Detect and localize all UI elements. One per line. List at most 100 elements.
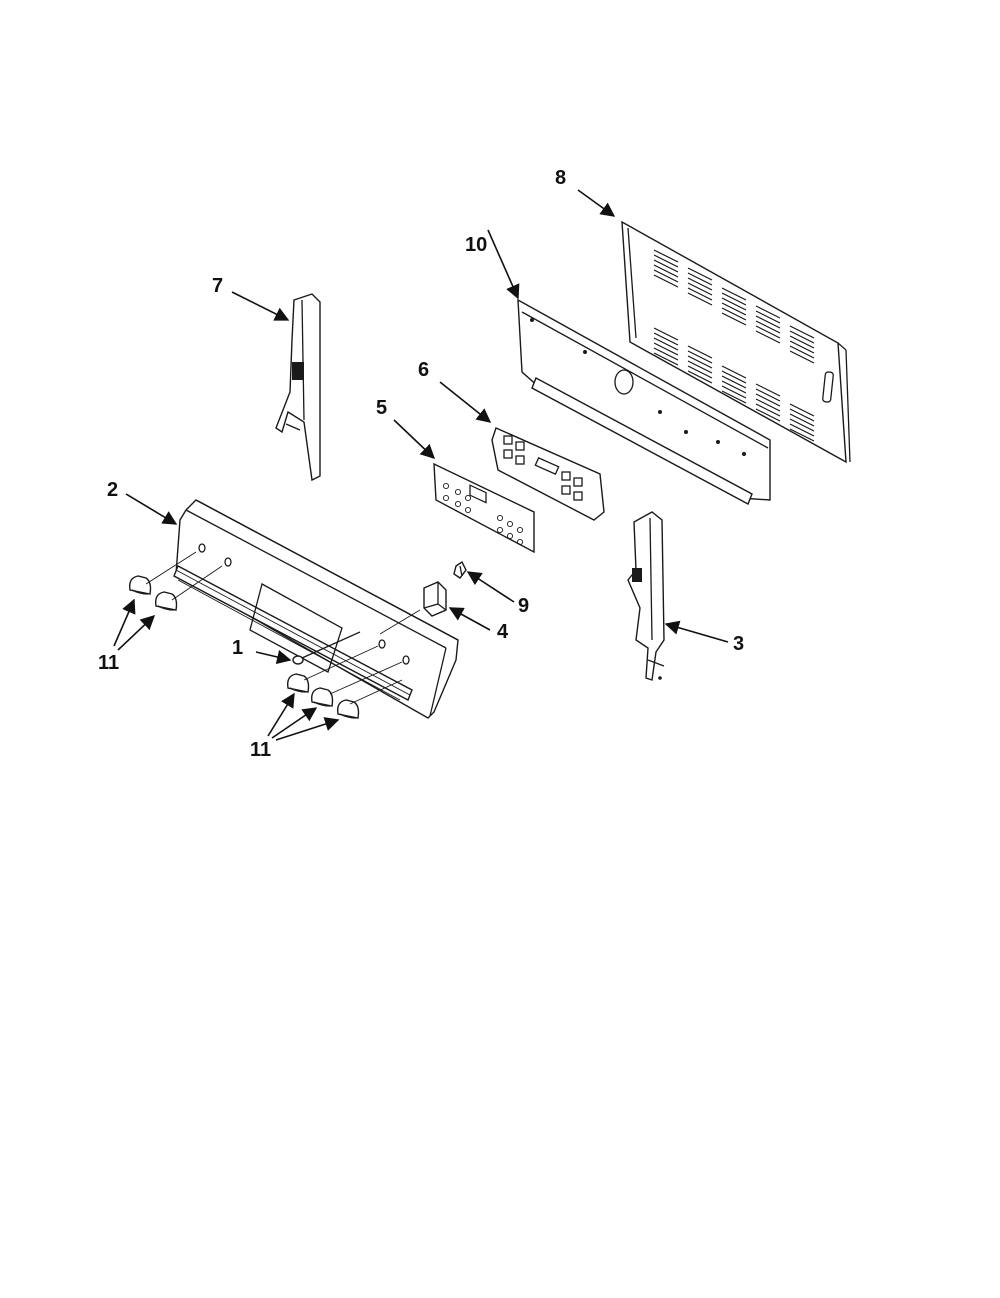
overlay-key bbox=[454, 500, 462, 508]
overlay-key bbox=[442, 482, 450, 490]
vent-slot bbox=[721, 287, 747, 301]
callout-5: 5 bbox=[376, 397, 388, 419]
vent-slot bbox=[687, 360, 713, 374]
vent-slot bbox=[653, 332, 679, 346]
vent-slot bbox=[653, 259, 679, 273]
vent-slot bbox=[755, 408, 781, 422]
vent-slot bbox=[755, 320, 781, 334]
vent-slot bbox=[789, 335, 815, 349]
part-11-left-knobs bbox=[128, 551, 223, 611]
part-4-square-button bbox=[379, 581, 447, 635]
callout-9: 9 bbox=[518, 595, 530, 617]
overlay-key bbox=[496, 526, 504, 534]
vent-slot bbox=[687, 277, 713, 291]
board-display bbox=[534, 457, 560, 475]
board-switch bbox=[573, 477, 583, 487]
vent-slot bbox=[721, 292, 747, 306]
part-10-mounting-bracket bbox=[517, 298, 771, 505]
vent-slot bbox=[721, 302, 747, 316]
callout-1: 1 bbox=[232, 637, 244, 659]
vent-slot bbox=[687, 292, 713, 306]
vent-slot bbox=[687, 267, 713, 281]
overlay-key bbox=[516, 538, 524, 546]
vent-slot bbox=[789, 418, 815, 432]
vent-slot bbox=[789, 423, 815, 437]
part-3-right-end-cap bbox=[627, 511, 665, 681]
vent-slot bbox=[721, 380, 747, 394]
vent-slot bbox=[687, 287, 713, 301]
vent-slot bbox=[755, 388, 781, 402]
board-switch bbox=[573, 491, 583, 501]
callout-11-right: 11 bbox=[250, 739, 272, 761]
board-switch bbox=[561, 471, 571, 481]
vent-slot bbox=[755, 305, 781, 319]
board-switch bbox=[515, 455, 525, 465]
part-2-control-console bbox=[173, 499, 459, 719]
vent-slot bbox=[687, 365, 713, 379]
vent-slot bbox=[687, 355, 713, 369]
part-1-screw bbox=[292, 631, 361, 665]
overlay-key bbox=[496, 514, 504, 522]
vent-slot bbox=[755, 383, 781, 397]
vent-slot bbox=[653, 342, 679, 356]
board-switch bbox=[503, 449, 513, 459]
part-8-rear-panel bbox=[621, 220, 851, 464]
vent-slot bbox=[789, 408, 815, 422]
part-11-right-knobs bbox=[286, 645, 403, 719]
vent-slot bbox=[687, 350, 713, 364]
callout-4: 4 bbox=[497, 621, 509, 643]
board-switch bbox=[561, 485, 571, 495]
vent-slot bbox=[653, 264, 679, 278]
vent-slot bbox=[789, 340, 815, 354]
callout-6: 6 bbox=[418, 359, 430, 381]
vent-slot bbox=[653, 327, 679, 341]
callout-8: 8 bbox=[555, 167, 567, 189]
overlay-key bbox=[506, 520, 514, 528]
vent-slot bbox=[755, 315, 781, 329]
overlay-key bbox=[506, 532, 514, 540]
board-switch bbox=[515, 441, 525, 451]
part-9-clip bbox=[453, 560, 467, 579]
vent-slot bbox=[789, 350, 815, 364]
vent-slot bbox=[721, 385, 747, 399]
vent-slot bbox=[653, 269, 679, 283]
part-5-touch-overlay bbox=[433, 462, 535, 554]
vent-slot bbox=[789, 403, 815, 417]
vent-slot bbox=[755, 393, 781, 407]
callout-11-left: 11 bbox=[98, 652, 120, 674]
overlay-key bbox=[454, 488, 462, 496]
vent-slot bbox=[789, 345, 815, 359]
overlay-key bbox=[464, 506, 472, 514]
vent-slot bbox=[721, 375, 747, 389]
vent-slot bbox=[721, 307, 747, 321]
vent-slot bbox=[721, 370, 747, 384]
callout-2: 2 bbox=[107, 479, 119, 501]
vent-slot bbox=[721, 365, 747, 379]
vent-slot bbox=[653, 249, 679, 263]
vent-slot bbox=[721, 312, 747, 326]
vent-slot bbox=[789, 413, 815, 427]
vent-slot bbox=[755, 330, 781, 344]
vent-slot bbox=[687, 370, 713, 384]
vent-slot bbox=[653, 274, 679, 288]
callout-3: 3 bbox=[733, 633, 745, 655]
vent-slot bbox=[789, 325, 815, 339]
vent-slot bbox=[653, 347, 679, 361]
leader-lines bbox=[113, 189, 729, 741]
callout-7: 7 bbox=[212, 275, 224, 297]
vent-slot bbox=[789, 330, 815, 344]
vent-slot bbox=[653, 254, 679, 268]
vent-slot bbox=[721, 297, 747, 311]
callout-10: 10 bbox=[465, 234, 488, 256]
vent-slot bbox=[755, 403, 781, 417]
overlay-key bbox=[464, 494, 472, 502]
vent-slot bbox=[721, 390, 747, 404]
vent-slot bbox=[755, 398, 781, 412]
part-7-left-end-cap bbox=[275, 293, 321, 482]
board-switch bbox=[503, 435, 513, 445]
vent-slot bbox=[687, 345, 713, 359]
vent-slot bbox=[687, 272, 713, 286]
vent-slot bbox=[755, 310, 781, 324]
